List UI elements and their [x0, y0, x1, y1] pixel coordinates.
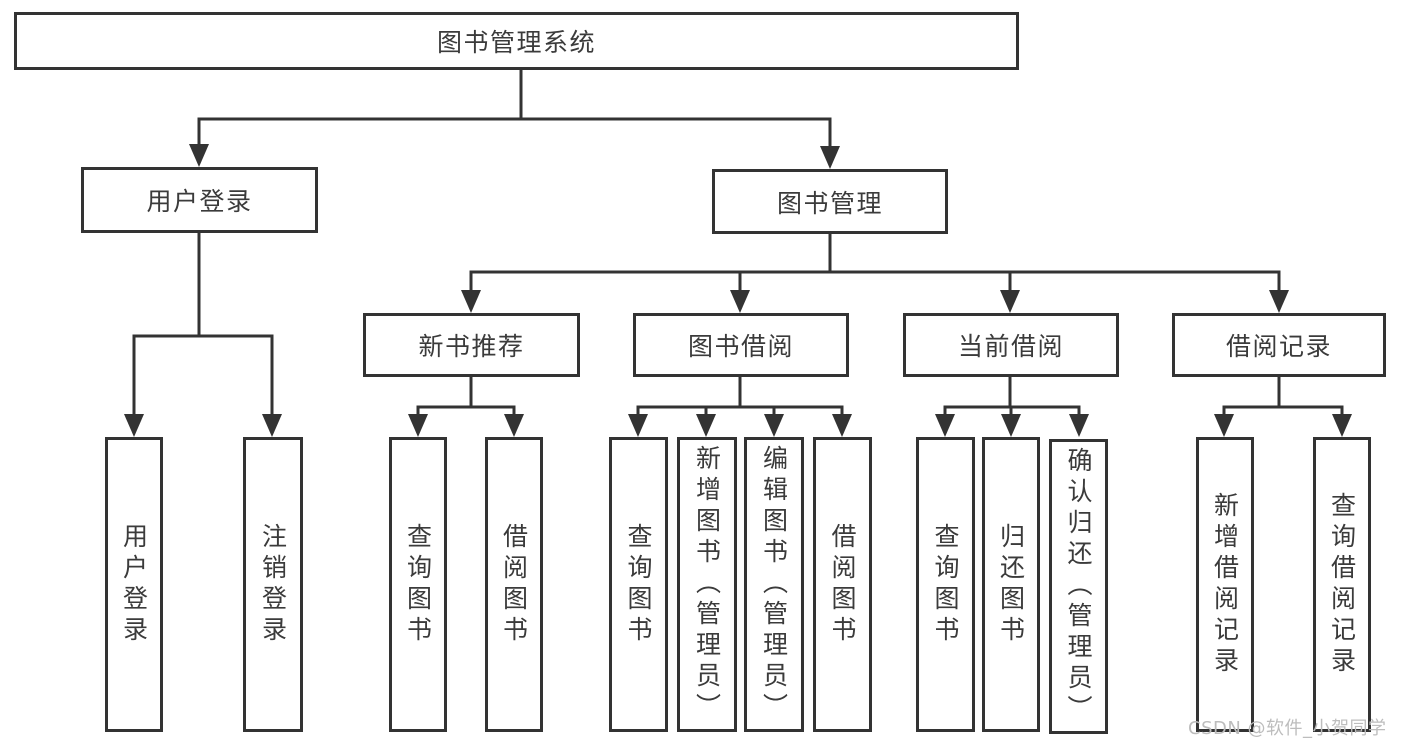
node-new-book-recommend: 新书推荐 [363, 313, 580, 377]
node-root-label: 图书管理系统 [436, 28, 596, 57]
node-leaf-user-login: 用户登录 [105, 437, 163, 732]
arrowhead-leaf-return [1001, 414, 1021, 437]
node-leaf-query-borrow-record-label: 查询借阅记录 [1327, 491, 1357, 678]
arrowhead-leaf-query3 [935, 414, 955, 437]
node-leaf-query-book-3-label: 查询图书 [931, 522, 960, 647]
connector-newbook-branch [416, 405, 516, 416]
arrowhead-leaf-query1 [408, 414, 428, 437]
node-root: 图书管理系统 [14, 12, 1019, 70]
arrowhead-bookmgmt [820, 146, 840, 169]
node-leaf-query-book-2: 查询图书 [609, 437, 668, 732]
node-leaf-query-book-3: 查询图书 [916, 437, 975, 732]
node-leaf-return-book: 归还图书 [982, 437, 1040, 732]
node-leaf-borrow-book-1: 借阅图书 [485, 437, 543, 732]
node-leaf-edit-book-admin-label: 编辑图书（管理员） [759, 445, 789, 724]
connector-bookmgmt-branch [469, 270, 1281, 292]
node-leaf-edit-book-admin: 编辑图书（管理员） [744, 437, 804, 732]
node-user-login-group-label: 用户登录 [146, 187, 253, 216]
arrowhead-userlogin-group [189, 144, 209, 167]
node-book-management-label: 图书管理 [776, 188, 883, 218]
node-leaf-borrow-book-1-label: 借阅图书 [499, 522, 529, 647]
node-leaf-logout: 注销登录 [243, 437, 303, 732]
node-leaf-add-borrow-record: 新增借阅记录 [1196, 437, 1254, 732]
node-leaf-borrow-book-2-label: 借阅图书 [828, 522, 857, 647]
connector-records-branch [1222, 405, 1344, 416]
node-current-borrowing-label: 当前借阅 [957, 332, 1064, 361]
watermark: CSDN @软件_小贺同学 [1188, 718, 1387, 739]
arrowhead-leaf-queryrecord [1332, 414, 1352, 437]
node-leaf-add-borrow-record-label: 新增借阅记录 [1210, 491, 1240, 678]
arrowhead-leaf-logout [262, 414, 282, 437]
node-leaf-query-borrow-record: 查询借阅记录 [1313, 437, 1371, 732]
node-leaf-query-book-1: 查询图书 [389, 437, 447, 732]
arrowhead-leaf-userlogin [124, 414, 144, 437]
connector-borrowing-branch [636, 405, 844, 416]
node-leaf-user-login-label: 用户登录 [119, 522, 149, 647]
node-leaf-query-book-1-label: 查询图书 [403, 522, 433, 647]
arrowhead-borrowing [730, 290, 750, 313]
connector-root-branch [197, 117, 832, 149]
node-borrow-records: 借阅记录 [1172, 313, 1386, 377]
arrowhead-leaf-confirm [1069, 414, 1089, 437]
arrowhead-newbook [461, 290, 481, 313]
node-borrow-records-label: 借阅记录 [1225, 332, 1332, 361]
arrowhead-leaf-addbook [696, 414, 716, 437]
node-leaf-confirm-return-admin: 确认归还（管理员） [1049, 439, 1108, 734]
node-leaf-borrow-book-2: 借阅图书 [813, 437, 872, 732]
node-book-borrowing-label: 图书借阅 [687, 332, 794, 361]
node-current-borrowing: 当前借阅 [903, 313, 1119, 377]
node-user-login-group: 用户登录 [81, 167, 318, 233]
arrowhead-leaf-query2 [628, 414, 648, 437]
node-new-book-recommend-label: 新书推荐 [418, 332, 525, 361]
node-leaf-add-book-admin-label: 新增图书（管理员） [692, 445, 722, 724]
arrowhead-leaf-borrow2 [832, 414, 852, 437]
connector-userlogin-branch [132, 334, 274, 416]
node-leaf-return-book-label: 归还图书 [996, 522, 1026, 647]
node-book-management: 图书管理 [712, 169, 948, 234]
arrowhead-current [1000, 290, 1020, 313]
arrowhead-leaf-addrecord [1214, 414, 1234, 437]
arrowhead-leaf-borrow1 [504, 414, 524, 437]
arrowhead-records [1269, 290, 1289, 313]
node-leaf-confirm-return-admin-label: 确认归还（管理员） [1064, 447, 1093, 726]
node-leaf-query-book-2-label: 查询图书 [624, 522, 653, 647]
node-leaf-add-book-admin: 新增图书（管理员） [677, 437, 737, 732]
connector-current-branch [943, 405, 1081, 416]
node-book-borrowing: 图书借阅 [633, 313, 849, 377]
arrowhead-leaf-editbook [764, 414, 784, 437]
node-leaf-logout-label: 注销登录 [258, 522, 288, 647]
